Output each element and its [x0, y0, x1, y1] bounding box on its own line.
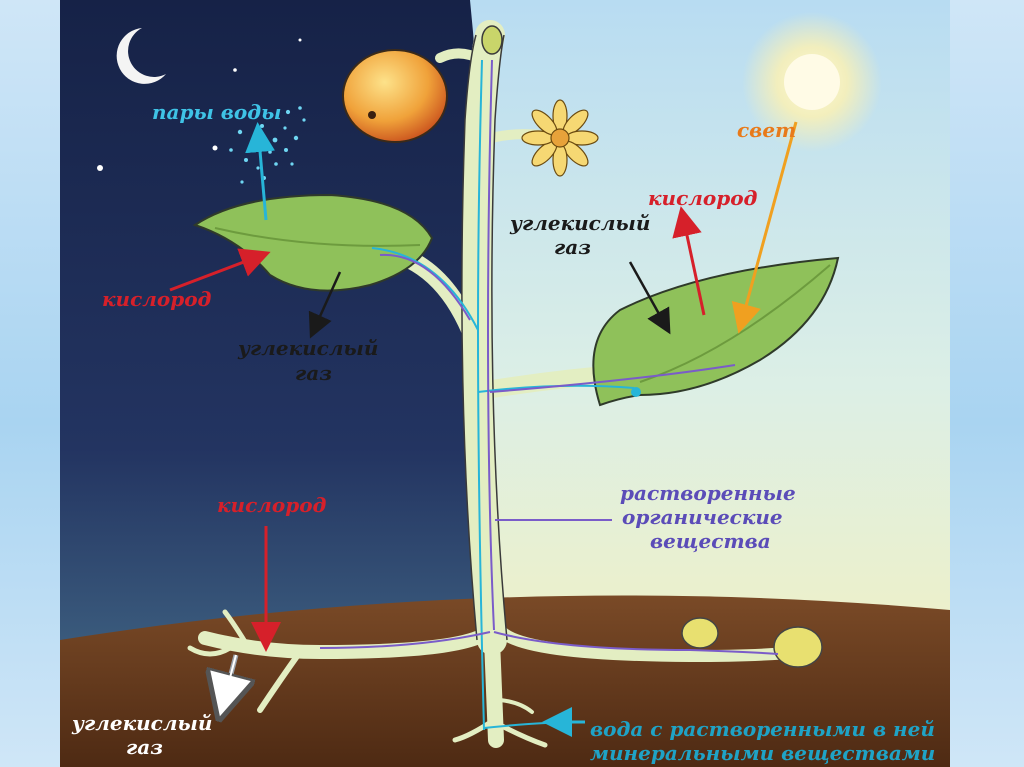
oxygen-night-label: кислород — [102, 287, 212, 311]
sun-core — [784, 54, 840, 110]
organic-matter-label-line2: органические — [622, 505, 783, 529]
co2-day-label-line1: углекислый — [509, 211, 650, 235]
flower — [522, 100, 598, 176]
bud — [482, 26, 502, 54]
oxygen-day-label: кислород — [648, 186, 758, 210]
organic-matter-label-line3: вещества — [650, 529, 771, 553]
co2-root-label-line2: газ — [126, 735, 163, 759]
light-label: свет — [737, 118, 796, 142]
co2-root-label-line1: углекислый — [71, 711, 212, 735]
water-droplet — [631, 387, 641, 397]
water-minerals-label-line1: вода с растворенными в ней — [590, 717, 935, 741]
apple-calyx — [368, 111, 376, 119]
co2-night-label-line2: газ — [295, 361, 332, 385]
water-vapor-label: пары воды — [152, 100, 282, 124]
co2-day-label-line2: газ — [554, 235, 591, 259]
co2-night-label-line1: углекислый — [237, 336, 378, 360]
oxygen-root-label: кислород — [217, 493, 327, 517]
organic-matter-label-line1: растворенные — [620, 481, 796, 505]
apple — [343, 50, 447, 142]
water-minerals-label-line2: минеральными веществами — [590, 741, 935, 765]
